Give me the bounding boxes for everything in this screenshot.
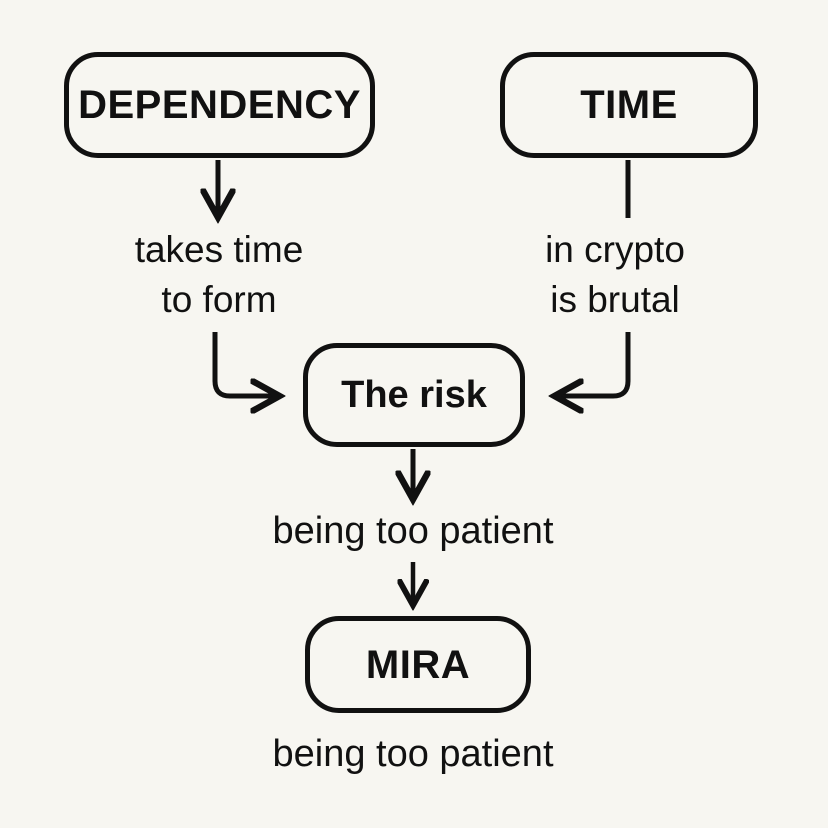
arrow-takes-time-to-risk	[212, 332, 278, 396]
arrow-in-crypto-to-risk	[556, 332, 631, 396]
node-mira-label: MIRA	[365, 642, 471, 687]
edge-label-in-crypto-is-brutal: in crypto is brutal	[545, 229, 685, 320]
node-mira[interactable]: MIRA	[305, 616, 531, 713]
edge-label-takes-time-to-form: takes time to form	[134, 229, 304, 320]
node-time-label: TIME	[580, 83, 678, 127]
node-dependency[interactable]: DEPENDENCY	[64, 52, 375, 158]
edge-label-being-too-patient: being too patient	[272, 510, 554, 552]
node-the-risk-label: The risk	[341, 374, 487, 416]
node-dependency-label: DEPENDENCY	[78, 83, 361, 127]
caption-being-too-patient: being too patient	[272, 733, 554, 775]
node-time[interactable]: TIME	[500, 52, 758, 158]
node-the-risk[interactable]: The risk	[303, 343, 525, 447]
